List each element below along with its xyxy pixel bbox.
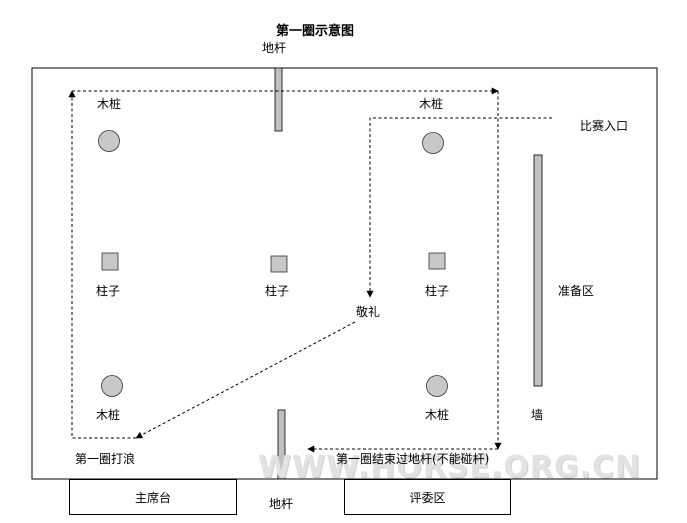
label-salute: 敬礼 — [356, 305, 381, 319]
post-bottom-left — [101, 375, 123, 397]
judges-box: 评委区 — [344, 479, 511, 515]
label-first-wave: 第一圈打浪 — [75, 452, 136, 466]
label-pole-top: 地杆 — [262, 41, 287, 55]
label-post-bottom-right: 木桩 — [425, 408, 450, 422]
label-post-bottom-left: 木桩 — [96, 408, 121, 422]
label-pillar-left: 柱子 — [96, 284, 121, 298]
main-stand-box: 主席台 — [69, 479, 237, 515]
label-post-top-right: 木桩 — [419, 97, 444, 111]
post-top-right — [422, 132, 444, 154]
diagram-title: 第一圈示意图 — [276, 24, 355, 39]
ground-pole-top — [274, 67, 283, 132]
pillar-left — [101, 252, 119, 271]
label-wall: 墙 — [531, 408, 544, 422]
route-salute-to-wave — [135, 321, 356, 439]
label-first-round-end: 第一圈结束过地杆(不能碰杆) — [336, 452, 490, 466]
pillar-right — [428, 252, 446, 270]
label-pillar-right: 柱子 — [425, 284, 450, 298]
post-bottom-right — [426, 375, 448, 397]
route-entry — [366, 117, 552, 298]
label-post-top-left: 木桩 — [97, 97, 122, 111]
arena-boundary — [31, 67, 658, 480]
wall-bar — [533, 154, 543, 387]
main-stand-label: 主席台 — [134, 490, 171, 505]
label-prep-area: 准备区 — [558, 284, 595, 298]
post-top-left — [98, 130, 120, 152]
label-pole-bottom: 地杆 — [269, 497, 294, 511]
pillar-middle — [270, 255, 288, 273]
label-pillar-middle: 柱子 — [265, 284, 290, 298]
label-entry: 比赛入口 — [580, 119, 629, 133]
ground-pole-bottom — [277, 409, 286, 480]
judges-label: 评委区 — [409, 490, 446, 505]
